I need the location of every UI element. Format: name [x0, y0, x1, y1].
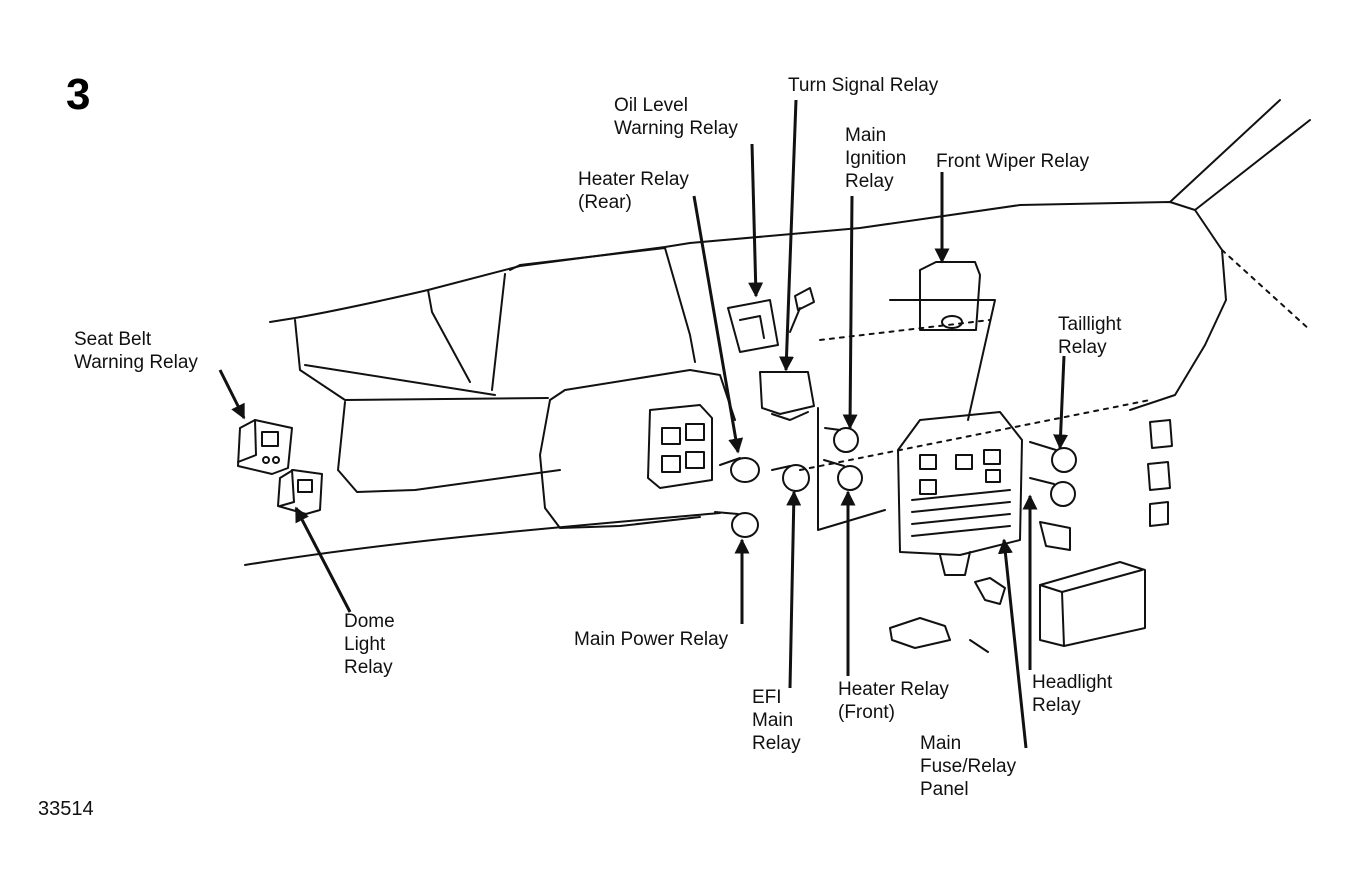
spare-relays [889, 419, 1173, 653]
arrow-turn-signal-relay [779, 99, 798, 372]
seat-belt-warning-relay-part [237, 419, 293, 475]
control-module-part [1039, 561, 1146, 647]
dome-light-relay-part [277, 469, 323, 515]
figure-code: 33514 [38, 798, 94, 820]
label-front-wiper-relay: Front Wiper Relay [936, 151, 1090, 172]
front-wiper-relay-part [919, 261, 981, 331]
arrow-seat-belt-warning-relay [218, 369, 246, 420]
label-main-power-relay: Main Power Relay [574, 629, 729, 650]
label-turn-signal-relay: Turn Signal Relay [788, 75, 939, 96]
arrow-efi-main-relay [786, 490, 802, 689]
arrow-heater-relay-rear [692, 195, 744, 454]
arrow-oil-level-warning-relay [748, 143, 764, 298]
oil-level-warning-relay-part [727, 287, 815, 353]
label-heater-relay-rear: Heater Relay(Rear) [578, 169, 689, 213]
arrow-dome-light-relay [294, 506, 352, 613]
dashboard-outline [244, 99, 1311, 566]
dash-relay-panel [647, 404, 713, 489]
arrow-main-fuse-relay-panel [997, 538, 1028, 749]
arrow-main-ignition-relay [842, 195, 858, 430]
label-heater-relay-front: Heater Relay(Front) [838, 679, 949, 723]
figure-number: 3 [66, 70, 91, 119]
arrow-taillight-relay [1053, 355, 1069, 450]
main-fuse-relay-panel-part [897, 411, 1023, 576]
turn-signal-relay-part [759, 371, 815, 421]
